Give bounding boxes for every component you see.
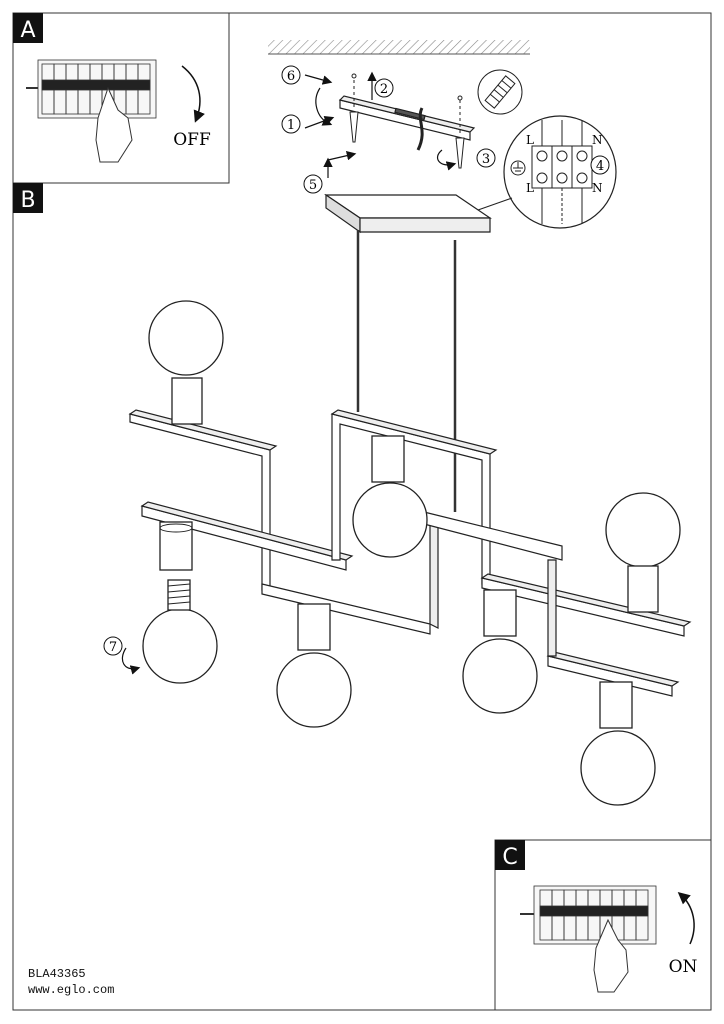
off-label: OFF <box>173 130 211 150</box>
screw-icon <box>349 73 465 169</box>
website-link[interactable]: www.eglo.com <box>28 983 115 997</box>
canopy <box>324 193 492 234</box>
step-5-label: 5 <box>309 178 317 193</box>
panel-b-letter: B <box>20 188 35 213</box>
breaker-box-icon <box>520 885 657 945</box>
step-2-label: 2 <box>380 82 388 97</box>
terminal-n-bottom: N <box>592 181 603 195</box>
panel-a-letter: A <box>20 18 35 43</box>
panel-a: A OFF <box>12 12 230 184</box>
curved-arrow-icon <box>181 65 205 123</box>
light-bulb-icon <box>142 300 681 806</box>
hand-icon <box>95 86 133 163</box>
step-1-label: 1 <box>287 118 295 133</box>
wall-plug-icon <box>484 75 516 109</box>
panel-c: C ON <box>494 839 712 1011</box>
step-6-label: 6 <box>287 69 295 84</box>
step-7-label: 7 <box>109 640 117 655</box>
terminal-l-top: L <box>526 133 534 147</box>
ground-icon <box>510 160 526 176</box>
breaker-box-icon <box>26 59 157 119</box>
panel-c-letter: C <box>502 845 517 870</box>
lamp-frame <box>128 409 692 697</box>
terminal-l-bottom: L <box>526 181 534 195</box>
terminal-n-top: N <box>592 133 603 147</box>
mounting-bracket <box>338 95 476 141</box>
hand-icon <box>593 918 629 993</box>
step-3-label: 3 <box>482 152 490 167</box>
footer: BLA43365 www.eglo.com <box>28 966 114 998</box>
on-label: ON <box>669 957 698 977</box>
model-number: BLA43365 <box>28 967 86 981</box>
ceiling-hatch <box>268 40 530 54</box>
cable-icon <box>416 107 424 151</box>
step-4-label: 4 <box>596 159 604 174</box>
terminal-block-callout: L N L N 4 <box>503 115 617 229</box>
curved-arrow-icon <box>677 892 695 945</box>
